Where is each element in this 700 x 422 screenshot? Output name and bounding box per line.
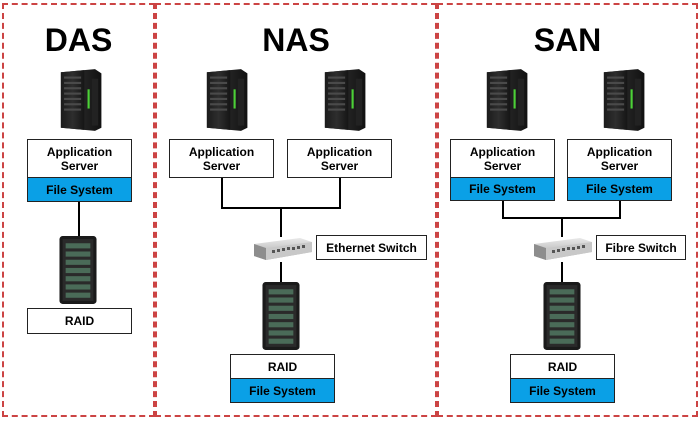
connector-line — [280, 262, 282, 282]
connector-line — [561, 217, 563, 237]
storage-rack-icon — [259, 280, 303, 352]
das-raid: RAID — [27, 308, 132, 334]
storage-rack-icon — [56, 234, 100, 306]
san-file-system: File System — [510, 378, 615, 403]
san-application-server-2: Application Server — [567, 139, 672, 178]
nas-panel — [155, 3, 437, 417]
das-application-server: Application Server — [27, 139, 132, 178]
nas-file-system: File System — [230, 378, 335, 403]
connector-line — [280, 207, 282, 237]
connector-line — [78, 202, 80, 236]
network-switch-icon — [248, 234, 316, 264]
storage-rack-icon — [540, 280, 584, 352]
san-panel — [437, 3, 698, 417]
server-icon — [476, 68, 534, 132]
san-file-system-2: File System — [567, 177, 672, 201]
server-icon — [593, 68, 651, 132]
nas-title: NAS — [262, 22, 330, 58]
connector-line — [561, 262, 563, 282]
server-icon — [314, 68, 372, 132]
san-application-server-1: Application Server — [450, 139, 555, 178]
server-icon — [50, 68, 108, 132]
nas-ethernet-switch: Ethernet Switch — [316, 235, 427, 260]
nas-raid: RAID — [230, 354, 335, 379]
das-panel — [2, 3, 155, 417]
connector-line — [619, 201, 621, 219]
das-title: DAS — [44, 22, 113, 58]
connector-line — [502, 201, 504, 219]
network-switch-icon — [528, 234, 596, 264]
connector-line — [339, 178, 341, 209]
nas-application-server-1: Application Server — [169, 139, 274, 178]
server-icon — [196, 68, 254, 132]
nas-application-server-2: Application Server — [287, 139, 392, 178]
san-raid: RAID — [510, 354, 615, 379]
san-title: SAN — [533, 22, 602, 58]
das-file-system: File System — [27, 177, 132, 202]
san-fibre-switch: Fibre Switch — [596, 235, 686, 260]
connector-line — [221, 178, 223, 209]
san-file-system-1: File System — [450, 177, 555, 201]
